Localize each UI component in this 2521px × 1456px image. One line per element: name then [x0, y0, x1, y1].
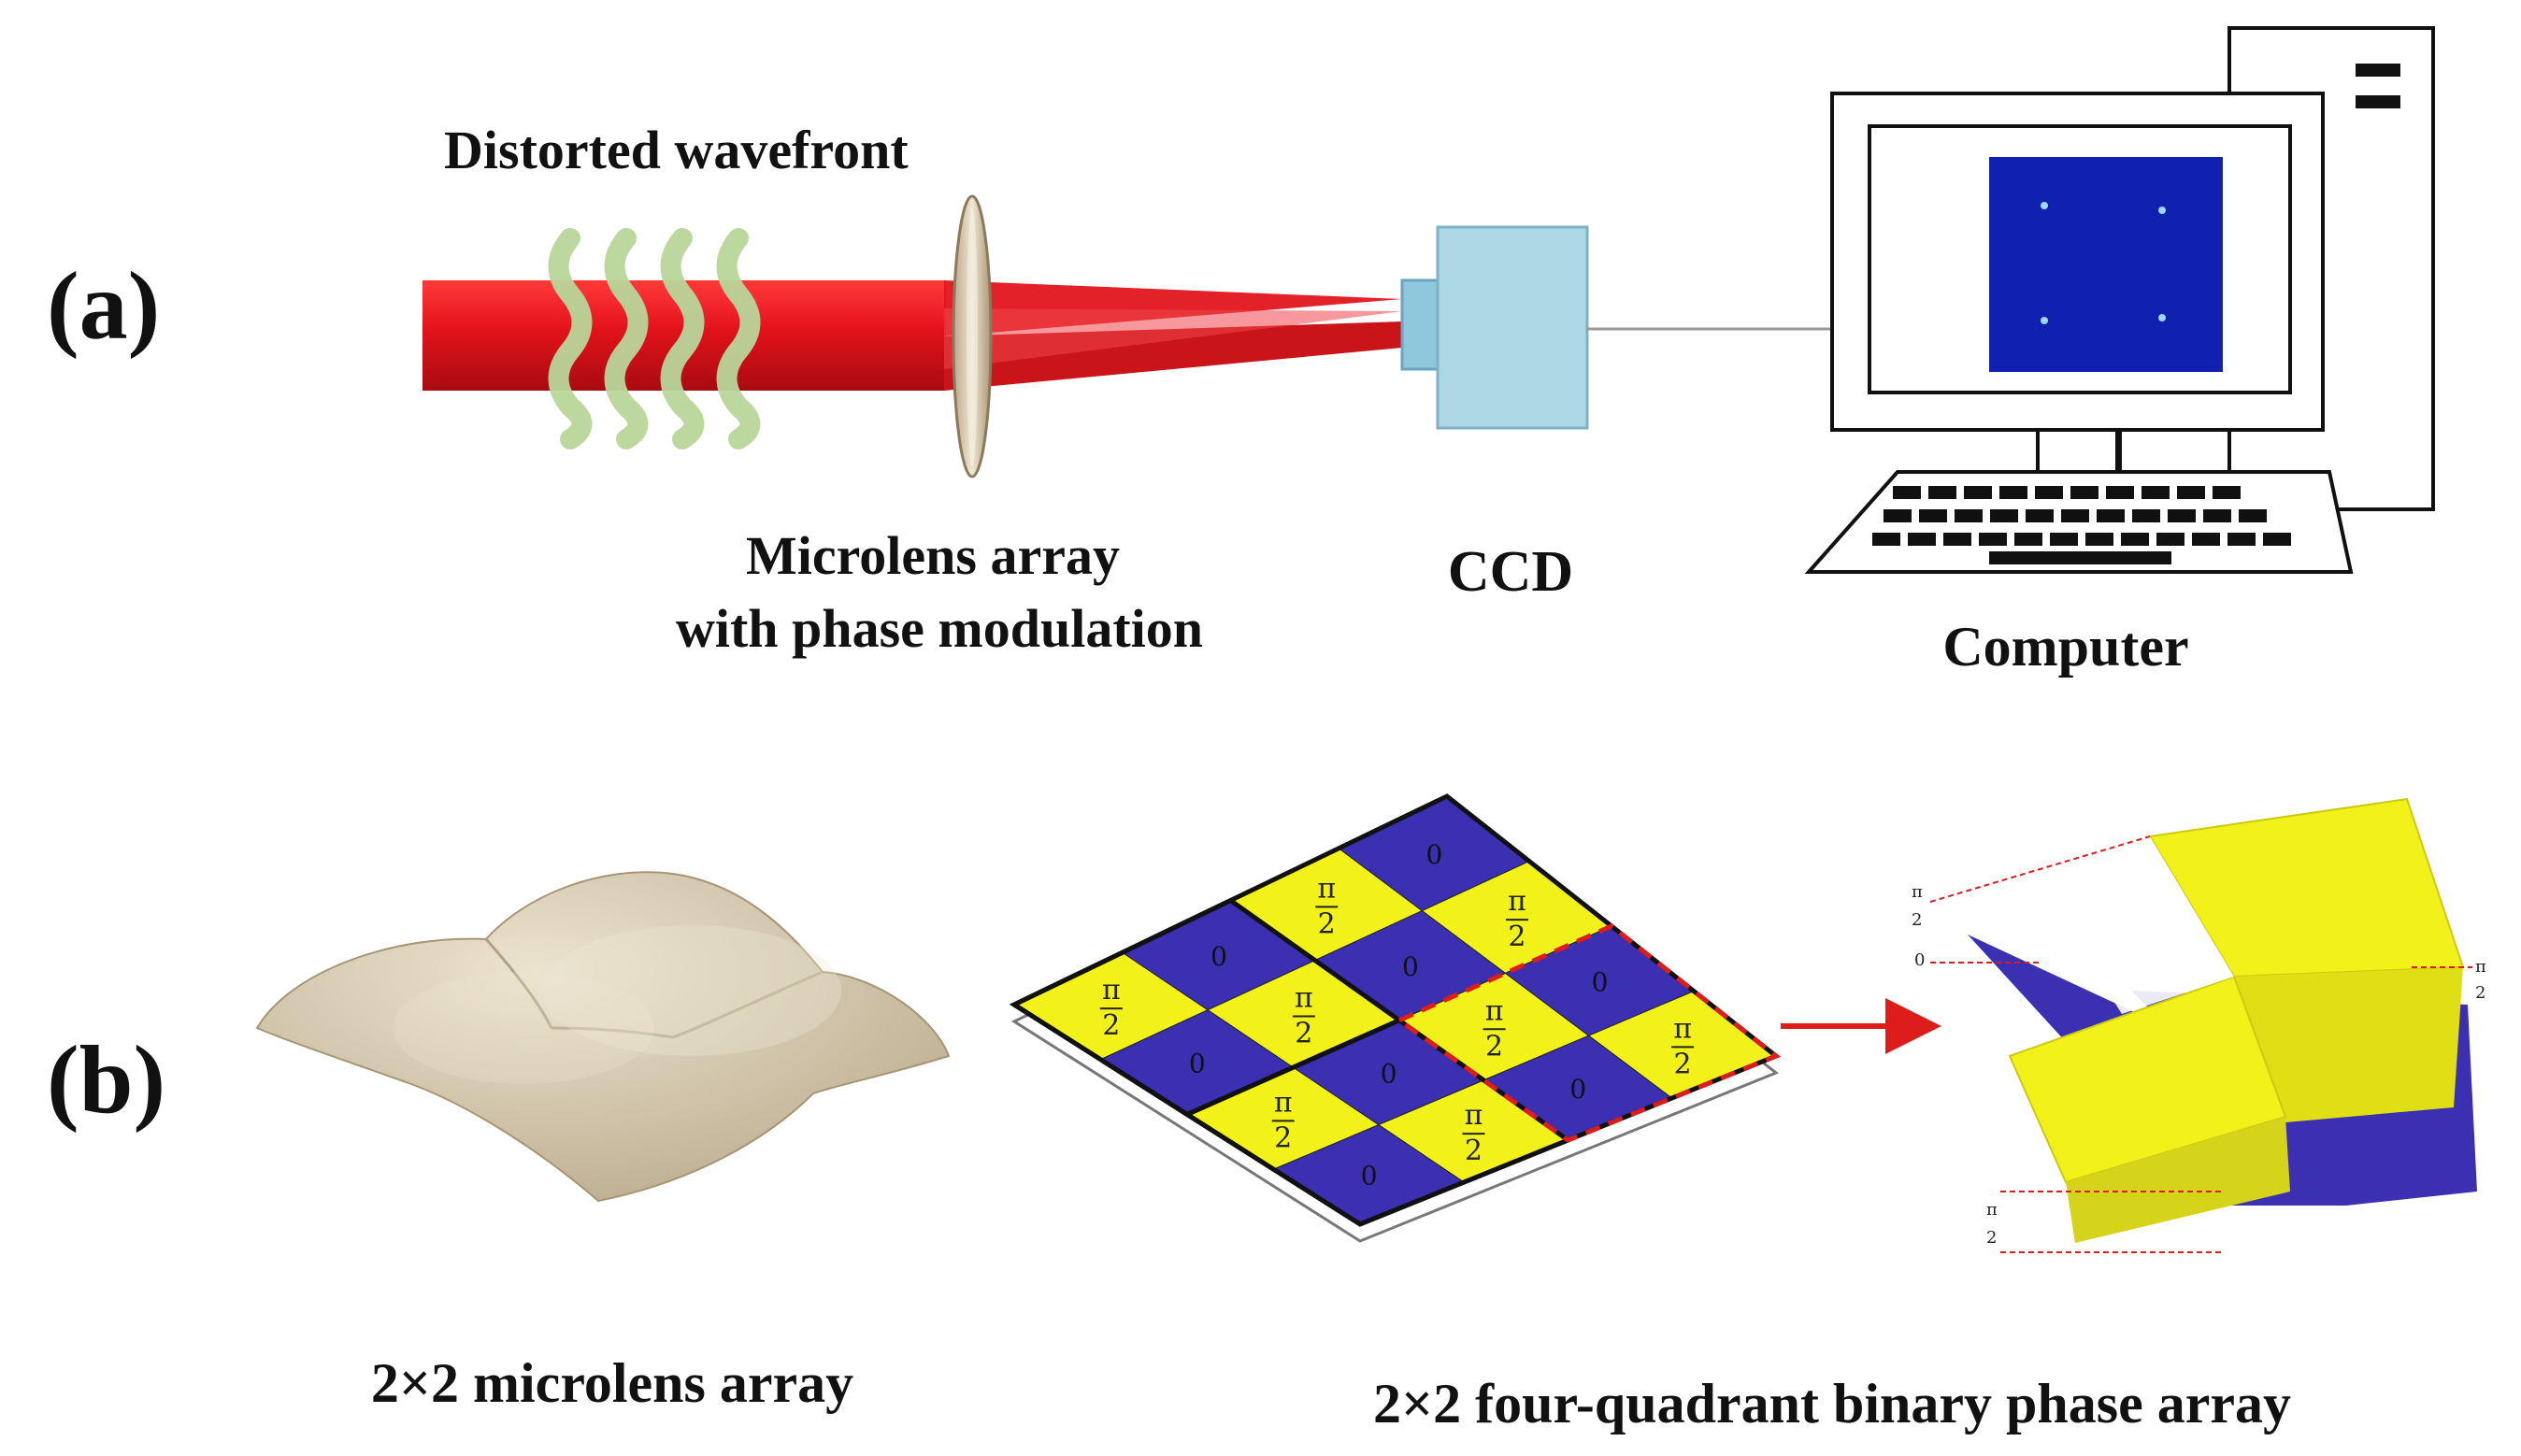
zoom-phase-labels: π 2 0 π 2 π 2 [1912, 882, 2486, 1248]
svg-text:π: π [1986, 1200, 1998, 1220]
phase-label-zero: 0 [1592, 966, 1609, 997]
panel-a-label: (a) [47, 252, 160, 360]
phase-label-zero: 0 [1381, 1058, 1397, 1089]
microlens-array-3d [255, 871, 951, 1203]
phase-label-pi: π [1295, 982, 1313, 1015]
phase-label-zero: 0 [1361, 1160, 1378, 1191]
phase-label-zero: 0 [1425, 839, 1442, 870]
svg-text:2: 2 [1986, 1228, 1997, 1248]
phase-label-two: 2 [1508, 921, 1525, 953]
screen-image [1989, 157, 2223, 372]
phase-label-pi: π [1465, 1099, 1483, 1132]
phase-label-two: 2 [1102, 1009, 1120, 1042]
phase-label-two: 2 [1674, 1048, 1692, 1080]
phase-label-zero: 0 [1402, 951, 1419, 982]
svg-text:π: π [1912, 882, 1923, 902]
ccd-camera-icon [1400, 225, 1589, 430]
distorted-wavefront-icon [548, 228, 761, 450]
microlens-array-label: 2×2 microlens array [371, 1352, 853, 1414]
svg-text:π: π [2475, 957, 2486, 977]
phase-label-two: 2 [1485, 1030, 1503, 1063]
microlens-label-line1: Microlens array [746, 525, 1120, 586]
phase-label-pi: π [1508, 885, 1526, 918]
svg-text:2: 2 [2475, 983, 2485, 1003]
keyboard-keys [1872, 486, 2291, 564]
phase-label-zero: 0 [1569, 1074, 1586, 1105]
microlens-icon [952, 194, 993, 478]
phase-label-two: 2 [1318, 907, 1336, 940]
svg-text:0: 0 [1914, 950, 1925, 970]
phase-label-pi: π [1102, 974, 1121, 1006]
phase-label-pi: π [1317, 872, 1336, 905]
phase-label-pi: π [1485, 994, 1504, 1027]
microlens-label-line2: with phase modulation [676, 598, 1203, 659]
wavefront-label: Distorted wavefront [444, 120, 909, 180]
phase-array-label: 2×2 four-quadrant binary phase array [1373, 1373, 2291, 1435]
phase-label-pi: π [1274, 1086, 1293, 1119]
phase-label-pi: π [1673, 1012, 1692, 1045]
phase-label-zero: 0 [1189, 1048, 1206, 1078]
ccd-label: CCD [1448, 540, 1573, 604]
computer-label: Computer [1942, 616, 2188, 678]
phase-label-two: 2 [1465, 1135, 1483, 1167]
selected-quadrant-outline [1394, 923, 1781, 1143]
phase-label-two: 2 [1295, 1018, 1312, 1050]
phase-label-two: 2 [1274, 1121, 1292, 1154]
svg-text:2: 2 [1912, 910, 1922, 930]
panel-b-label: (b) [47, 1026, 165, 1134]
phase-label-zero: 0 [1210, 941, 1227, 972]
phase-element-3d-zoom [1929, 797, 2477, 1253]
